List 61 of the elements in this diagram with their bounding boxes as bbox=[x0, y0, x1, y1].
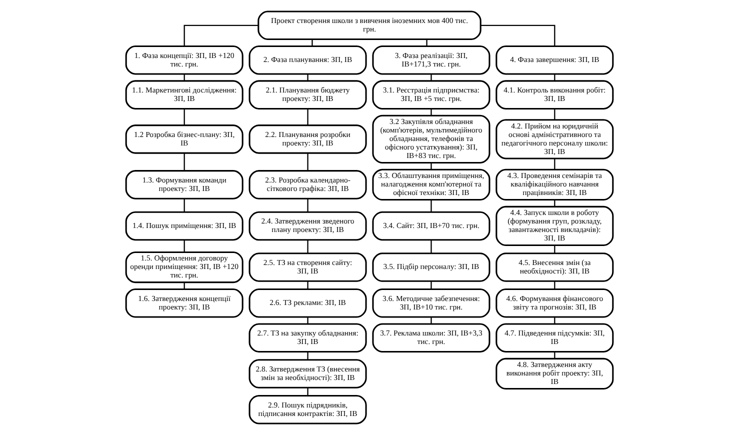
connector bbox=[183, 198, 184, 212]
node-box: 2. Фаза планування: ЗП, ІВ bbox=[248, 45, 366, 75]
connector bbox=[430, 162, 432, 170]
node-box: 3.3. Облаштування приміщення, налагодження комп'ютерної та офісної техніки: ЗП, ІВ bbox=[372, 168, 490, 201]
node-box: 1.4. Пошук приміщення: ЗП, ІВ bbox=[124, 211, 243, 241]
connector bbox=[306, 388, 308, 396]
node-box: 2.8. Затвердження ТЗ (внесення змін за необхідності): ЗП, ІВ bbox=[248, 359, 366, 388]
connector bbox=[554, 108, 555, 120]
connector bbox=[306, 317, 308, 324]
connector bbox=[306, 108, 308, 126]
node-box: 1.2 Розробка бізнес-плану: ЗП, ІВ bbox=[124, 124, 243, 154]
connector bbox=[306, 352, 308, 360]
connector bbox=[311, 39, 312, 46]
node-box: 1.5. Оформлення договору оренди приміщення: ЗП, ІВ +120 тис. грн. bbox=[124, 251, 243, 284]
connector bbox=[306, 153, 308, 171]
node-box: 4.8. Затвердження акту виконання робіт проекту: ЗП, ІВ bbox=[495, 358, 614, 390]
node-box: 1.3. Формування команди проекту: ЗП, ІВ bbox=[124, 170, 243, 200]
node-box: 3.6. Методичне забезпечення: ЗП, ІВ+10 тис. грн. bbox=[372, 288, 490, 318]
connector bbox=[306, 240, 308, 254]
node-box: 3.1. Реєстрація підприємства: ЗП, ІВ +5 тис. грн. bbox=[372, 80, 490, 110]
node-box: 4.6. Формування фінансового звіту та прогнозів: ЗП, ІВ bbox=[495, 288, 614, 318]
connector bbox=[183, 24, 258, 46]
connector bbox=[430, 108, 432, 116]
connector bbox=[554, 158, 555, 170]
connector bbox=[183, 108, 184, 126]
node-box: 4.3. Проведення семінарів та кваліфікаційного навчання працівників: ЗП, ІВ bbox=[495, 168, 614, 201]
node-box: 2.6. ТЗ реклами: ЗП, ІВ bbox=[248, 288, 366, 318]
connector bbox=[306, 281, 308, 290]
node-box: 4.1. Контроль виконання робіт: ЗП, ІВ bbox=[495, 80, 614, 110]
node-box: 1.1. Маркетингові дослідження: ЗП, ІВ bbox=[124, 80, 243, 110]
node-box: Проект створення школи з вивчення іноземних мов 400 тис. грн. bbox=[257, 10, 481, 40]
node-box: 3.2 Закупівля обладнання (комп'ютерів, мультимедійного обладнання, телефонів та офісного устаткування): ЗП, ІВ+83 тис. грн. bbox=[372, 114, 490, 164]
connector bbox=[306, 74, 308, 81]
node-box: 1. Фаза концепції: ЗП, ІВ +120 тис. грн. bbox=[124, 45, 243, 75]
node-box: 1.6. Затвердження концепції проекту: ЗП, ІВ bbox=[124, 288, 243, 318]
node-box: 2.2. Планування розробки проекту: ЗП, ІВ bbox=[248, 124, 366, 154]
node-box: 4. Фаза завершення: ЗП, ІВ bbox=[495, 45, 614, 75]
connector bbox=[183, 153, 184, 171]
node-box: 4.4. Запуск школи в роботу (формування груп, розкладу, завантаженості викладачів): ЗП, ІВ bbox=[495, 206, 614, 246]
connector bbox=[480, 24, 555, 46]
node-box: 3.7. Реклама школи: ЗП, ІВ+3,3 тис. грн. bbox=[372, 323, 490, 353]
node-box: 4.5. Внесення змін (за необхідності): ЗП, ІВ bbox=[495, 252, 614, 282]
connector bbox=[430, 74, 432, 81]
node-box: 3. Фаза реалізації: ЗП, ІВ+171,3 тис. грн. bbox=[372, 45, 490, 75]
node-box: 4.7. Підведення підсумків: ЗП, ІВ bbox=[495, 323, 614, 353]
node-box: 2.9. Пошук підрядників, підписання контрактів: ЗП, ІВ bbox=[248, 394, 366, 424]
node-box: 2.7. ТЗ на закупку обладнання: ЗП, ІВ bbox=[248, 323, 366, 353]
node-box: 3.4. Сайт: ЗП, ІВ+70 тис. грн. bbox=[372, 211, 490, 241]
connector bbox=[430, 317, 432, 324]
node-box: 2.4. Затвердження зведеного плану проекту: ЗП, ІВ bbox=[248, 211, 366, 241]
node-box: 4.2. Прийом на юридичній основі адміністративного та педагогічного персоналу школи: ЗП, ІВ bbox=[495, 119, 614, 160]
node-box: 2.5. ТЗ на створення сайту: ЗП, ІВ bbox=[248, 252, 366, 282]
connector bbox=[306, 198, 308, 212]
connector bbox=[426, 39, 427, 46]
connector bbox=[430, 200, 432, 212]
connector bbox=[430, 281, 432, 290]
connector bbox=[430, 240, 432, 254]
connector bbox=[183, 240, 184, 252]
node-box: 2.1. Планування бюджету проекту: ЗП, ІВ bbox=[248, 80, 366, 110]
node-box: 2.3. Розробка календарно-сіткового графіка: ЗП, ІВ bbox=[248, 170, 366, 200]
node-box: 3.5. Підбір персоналу: ЗП, ІВ bbox=[372, 252, 490, 282]
